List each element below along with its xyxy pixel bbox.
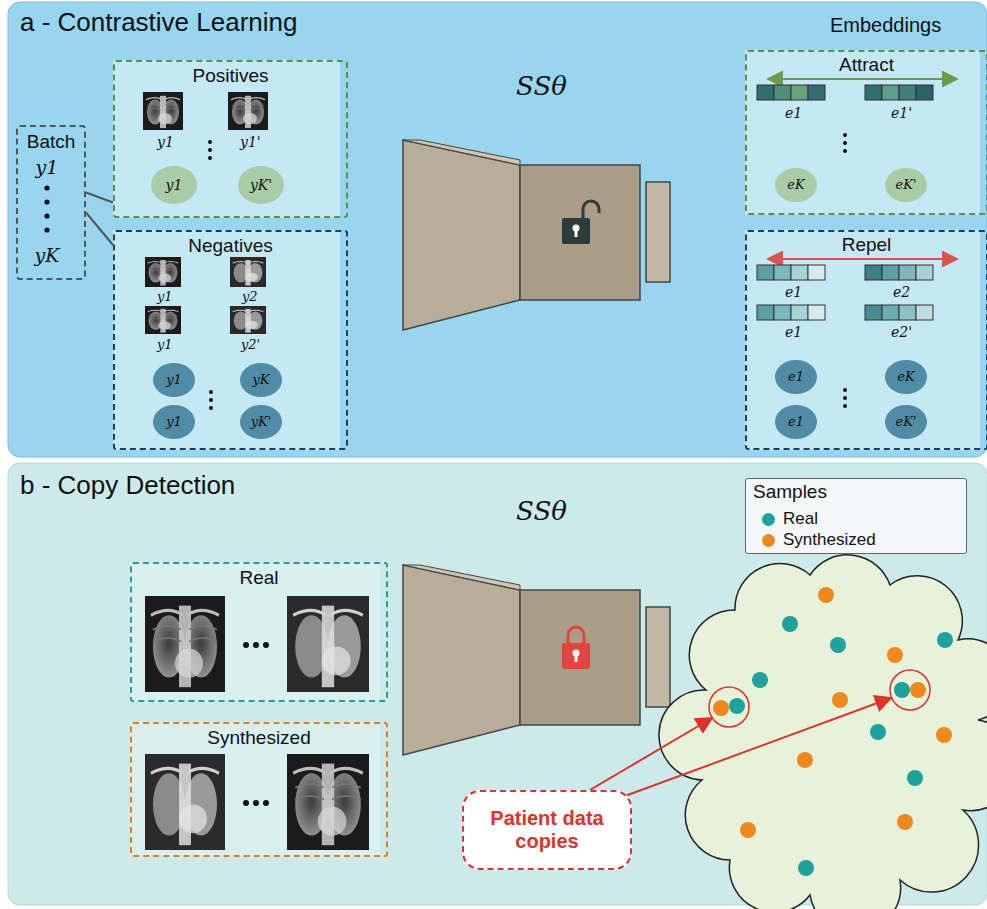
sub-label: yK <box>18 245 76 267</box>
node-text: Batch <box>18 131 84 153</box>
node-text: Samples <box>753 481 827 503</box>
negatives-box: Negatives y1 y2 y1 y2' y1 yK y1 yK' <box>113 230 348 450</box>
sub-label: y2' <box>241 338 260 353</box>
sub-label: y1 <box>157 290 173 305</box>
node-text: y1 <box>151 177 197 193</box>
sub-label: e2 <box>893 284 910 300</box>
node-text: yK' <box>238 177 284 193</box>
sub-label: e2' <box>891 324 912 340</box>
node-text: a - Contrastive Learning <box>20 8 297 38</box>
sub-label: e1 <box>785 284 802 300</box>
sub-label: y1' <box>240 134 261 150</box>
positives-box: Positives y1 y1' y1 yK' <box>113 60 348 218</box>
node-text: eK <box>775 178 817 193</box>
node-text: eK' <box>885 178 927 193</box>
embedding-circle: eK <box>775 168 817 202</box>
sub-label: e1 <box>785 324 802 340</box>
panel: a - Contrastive LearningBatch y1 yK Positiv… <box>8 2 987 457</box>
sub-label: e1' <box>891 105 912 121</box>
connector-line <box>86 193 113 203</box>
connector-line <box>86 213 113 246</box>
node-text: e1 <box>775 370 817 385</box>
node-text: Positives <box>115 65 346 87</box>
section-label: Embeddings <box>830 14 941 37</box>
legend-swatch <box>762 513 775 526</box>
node-text: Real <box>132 567 386 589</box>
synthesized-box: Synthesized <box>130 722 388 857</box>
encoder-network: SSθ <box>395 70 688 335</box>
embedding-circle: eK' <box>885 168 927 202</box>
legend-box: SamplesRealSynthesized <box>745 478 967 554</box>
real-box: Real <box>130 562 388 702</box>
node-text: yK' <box>240 415 282 430</box>
node-text: y1 <box>153 373 195 388</box>
node-text: Patient data copies <box>472 807 622 853</box>
node-text: e1 <box>775 415 817 430</box>
legend-row: Synthesized <box>762 530 876 550</box>
embedding-circle: eK' <box>885 405 927 439</box>
attract-box: Attract e1 e1' eK eK' <box>745 50 987 215</box>
node-text: Repel <box>747 234 986 256</box>
legend-swatch <box>762 534 775 547</box>
sample-circle: yK' <box>240 405 282 439</box>
node-text: eK <box>885 370 927 385</box>
panel: b - Copy DetectionRealSynthesizedSSθSamp… <box>8 463 987 905</box>
legend-text: Synthesized <box>783 530 876 550</box>
sample-circle: y1 <box>151 166 197 204</box>
encoder-network: SSθ <box>395 495 688 760</box>
node-text: SSθ <box>395 497 688 527</box>
batch-box: Batch y1 yK <box>16 125 86 280</box>
embedding-circle: e1 <box>775 405 817 439</box>
node-text: Negatives <box>115 235 346 257</box>
node-text: Synthesized <box>132 727 386 749</box>
legend-row: Real <box>762 509 818 529</box>
sample-circle: y1 <box>153 405 195 439</box>
node-text: Attract <box>747 54 986 76</box>
node-text: SSθ <box>395 72 688 102</box>
sub-label: y1 <box>157 338 173 353</box>
sample-circle: y1 <box>153 363 195 397</box>
node-text: yK <box>240 373 282 388</box>
node-text: b - Copy Detection <box>20 471 235 501</box>
sub-label: y1 <box>18 157 76 179</box>
sample-circle: yK' <box>238 166 284 204</box>
sub-label: e1 <box>785 105 802 121</box>
sub-label: y2 <box>242 290 258 305</box>
repel-box: Repel e1 e2 e1 e2' e1 eK e1 eK' <box>745 230 987 450</box>
embedding-circle: eK <box>885 360 927 394</box>
node-text: y1 <box>153 415 195 430</box>
sample-circle: yK <box>240 363 282 397</box>
node-text: eK' <box>885 415 927 430</box>
callout-box: Patient data copies <box>462 790 632 870</box>
embedding-circle: e1 <box>775 360 817 394</box>
sub-label: y1 <box>157 134 174 150</box>
legend-text: Real <box>783 509 818 529</box>
